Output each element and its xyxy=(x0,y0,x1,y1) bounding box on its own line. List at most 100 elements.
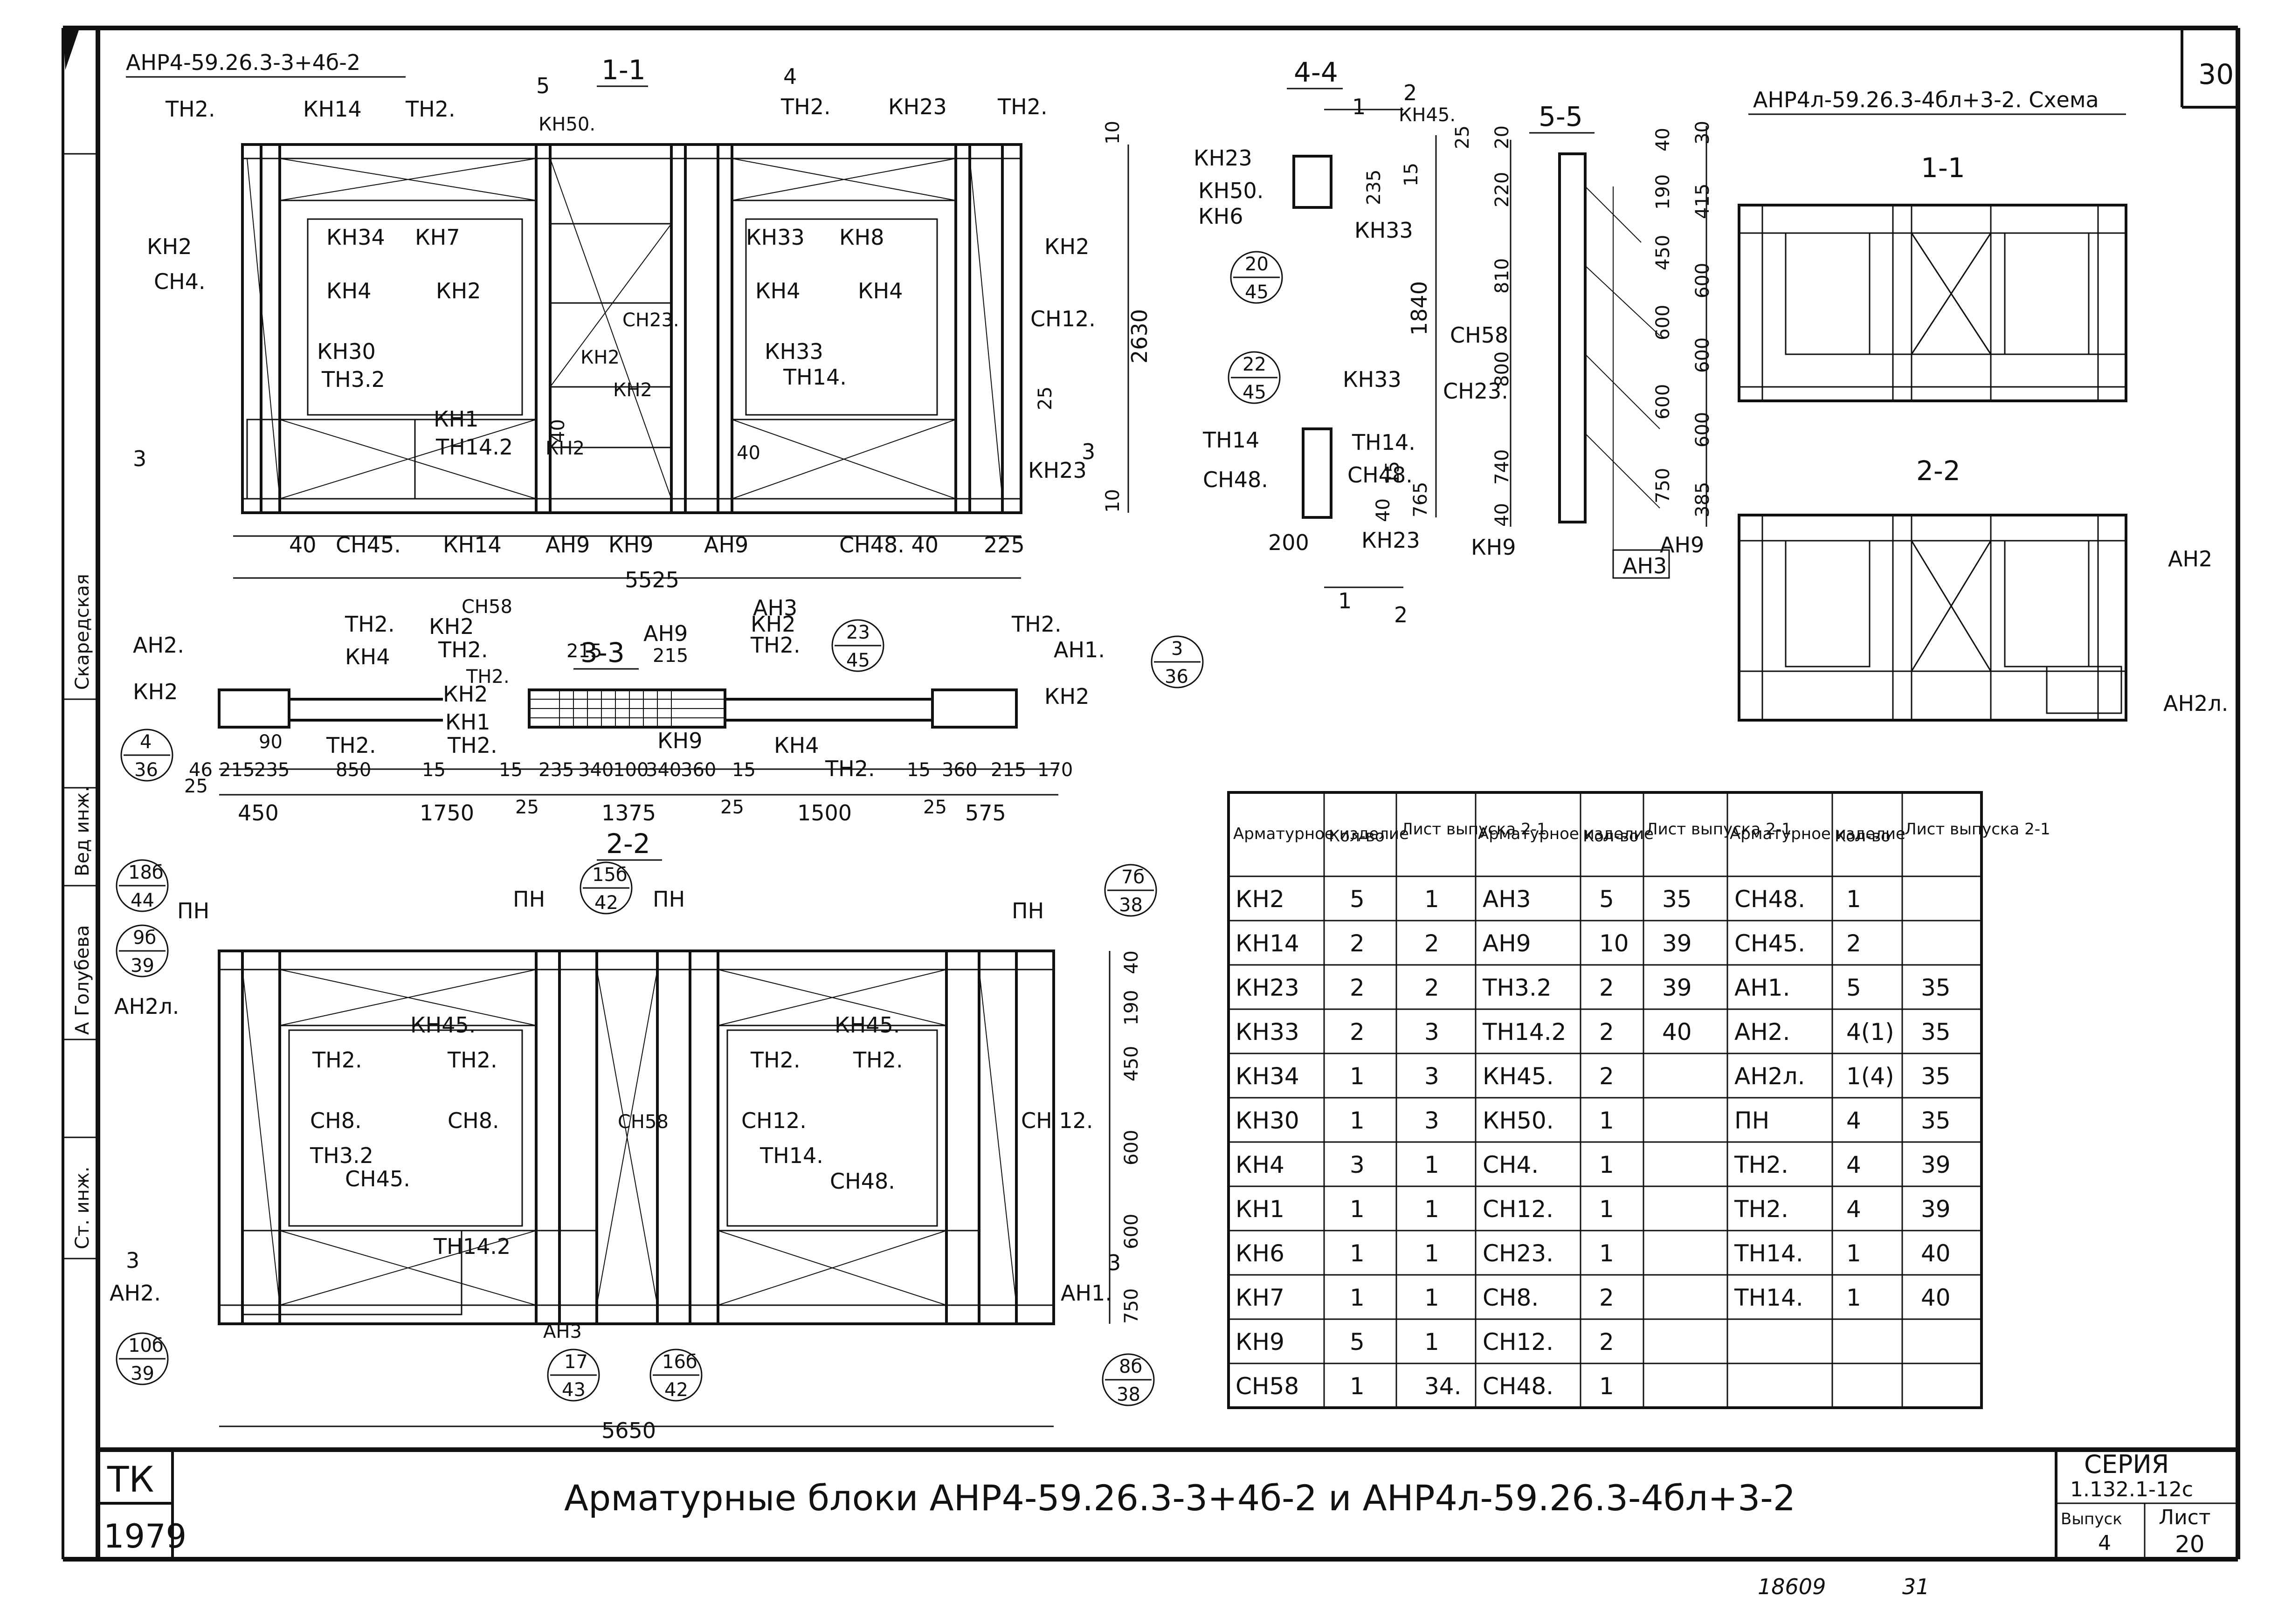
table-header: Арматурное изделие xyxy=(1478,825,1654,843)
dim: 190 xyxy=(1652,174,1674,210)
dim: 40 xyxy=(1373,498,1394,522)
table-cell: 35 xyxy=(1662,886,1692,913)
dim: 450 xyxy=(1652,235,1674,270)
table-cell: ТН2. xyxy=(1734,1196,1788,1223)
table-cell: ТН14. xyxy=(1734,1240,1803,1267)
label: ПН xyxy=(513,887,545,912)
label: АН9 xyxy=(1660,532,1704,557)
table-cell: АН2. xyxy=(1734,1018,1790,1046)
dim: 190 xyxy=(1121,990,1142,1025)
label: АН1. xyxy=(1054,637,1105,662)
dim: 850 xyxy=(336,759,371,781)
table-cell: КН7 xyxy=(1236,1284,1284,1311)
table-cell: 35 xyxy=(1921,1107,1951,1134)
label: СН8. xyxy=(448,1108,499,1133)
table-cell: 1 xyxy=(1424,1284,1439,1311)
view-5-5: 5-5 СН58 СН23. КН9 АН9 АН3 220 20 810 80… xyxy=(1443,101,1713,579)
balloon-bottom: 36 xyxy=(134,759,158,781)
table-cell: 39 xyxy=(1662,974,1692,1001)
dim: 600 xyxy=(1652,384,1674,420)
left-strip: Ст. инж. А Голубева Вед инж. Скаредская xyxy=(72,574,93,1249)
balloon-bottom: 38 xyxy=(1119,895,1143,916)
table-cell: 1 xyxy=(1424,1196,1439,1223)
label: КН23 xyxy=(1028,458,1087,483)
balloon-top: 7б xyxy=(1121,867,1145,888)
table-cell: 1 xyxy=(1599,1151,1614,1178)
label: КН7 xyxy=(415,225,460,250)
label: ТН14. xyxy=(1352,430,1415,455)
label: ТН2. xyxy=(312,1047,362,1073)
balloon-bottom: 39 xyxy=(131,1363,154,1384)
label: СН58 xyxy=(1450,323,1508,348)
dim: 800 xyxy=(1491,351,1513,387)
label: АН2л. xyxy=(114,994,179,1019)
table-cell: СН58 xyxy=(1236,1373,1299,1400)
table-cell: ТН14.2 xyxy=(1482,1018,1566,1046)
dim: 360 xyxy=(681,759,716,781)
table-cell: 1 xyxy=(1424,1240,1439,1267)
table-cell: СН45. xyxy=(1734,930,1805,957)
dim: 450 xyxy=(238,800,279,826)
label: АН9 xyxy=(643,621,688,646)
table-cell: 1 xyxy=(1350,1107,1365,1134)
label: КН8 xyxy=(839,225,884,250)
label: ТН2. xyxy=(447,733,497,758)
label: КН2 xyxy=(133,679,178,704)
scheme: АНР4л-59.26.3-4бл+3-2. Схема 1-1 2-2 xyxy=(1738,87,2228,722)
dim: 25 xyxy=(1452,125,1473,149)
balloon-top: 23 xyxy=(846,622,870,643)
cut-mark-3: 3 xyxy=(1107,1250,1121,1275)
dim: 15 xyxy=(499,759,523,781)
balloon-top: 16б xyxy=(662,1351,697,1373)
scheme-section-1-1: 1-1 xyxy=(1921,152,1965,184)
table-cell: 1 xyxy=(1424,1151,1439,1178)
table-cell: 2 xyxy=(1599,1018,1614,1046)
label: КН23 xyxy=(888,94,947,119)
label: КН2 xyxy=(751,612,796,637)
dim: 15 xyxy=(907,759,931,781)
stamp-year: 1979 xyxy=(104,1517,186,1555)
table-cell: КН30 xyxy=(1236,1107,1299,1134)
label: КН45. xyxy=(1399,104,1456,126)
label: СН12. xyxy=(741,1108,807,1133)
dim: 765 xyxy=(1410,482,1431,517)
dim: 40 xyxy=(1652,128,1674,151)
table-cell: 35 xyxy=(1921,1063,1951,1090)
balloon-bottom: 42 xyxy=(594,892,618,914)
label: АН2. xyxy=(133,633,184,658)
table-cell: 2 xyxy=(1350,930,1365,957)
table-cell: СН8. xyxy=(1483,1284,1539,1311)
dim: 215 xyxy=(219,759,255,781)
label: КН23 xyxy=(1361,528,1420,553)
table-cell: АН3 xyxy=(1483,886,1531,913)
label: КН23 xyxy=(1194,145,1252,171)
dim: 46 xyxy=(189,759,213,781)
table-cell: ТН14. xyxy=(1734,1284,1803,1311)
label: КН4 xyxy=(755,278,801,303)
label: ТН2. xyxy=(997,94,1048,119)
balloon-4-36 xyxy=(120,729,173,782)
table-cell: 40 xyxy=(1921,1240,1951,1267)
dim: 220 xyxy=(1491,172,1513,207)
list-value: 20 xyxy=(2175,1531,2205,1558)
dim: 575 xyxy=(965,800,1006,826)
table-cell: 34. xyxy=(1424,1373,1462,1400)
label: КН2 xyxy=(443,681,488,707)
label: ТН14 xyxy=(1202,427,1259,453)
table-cell: 2 xyxy=(1599,1063,1614,1090)
label: СН58 xyxy=(618,1111,669,1133)
table-cell: 39 xyxy=(1662,930,1692,957)
label: ТН2. xyxy=(750,633,801,658)
label: ТН2. xyxy=(825,756,875,781)
label: КН2 xyxy=(580,347,620,368)
table-cell: 1 xyxy=(1350,1063,1365,1090)
bottom-note: 18609 xyxy=(1758,1574,1826,1599)
dim: 25 xyxy=(515,797,539,818)
label: КН50. xyxy=(538,114,595,135)
strip-label-st-ing: Ст. инж. xyxy=(72,1166,93,1249)
balloon-bottom: 38 xyxy=(1117,1384,1140,1405)
label: ТН14. xyxy=(759,1143,823,1168)
label: КН2 xyxy=(436,278,481,303)
dim: 600 xyxy=(1692,263,1713,298)
table-cell: 5 xyxy=(1599,886,1614,913)
